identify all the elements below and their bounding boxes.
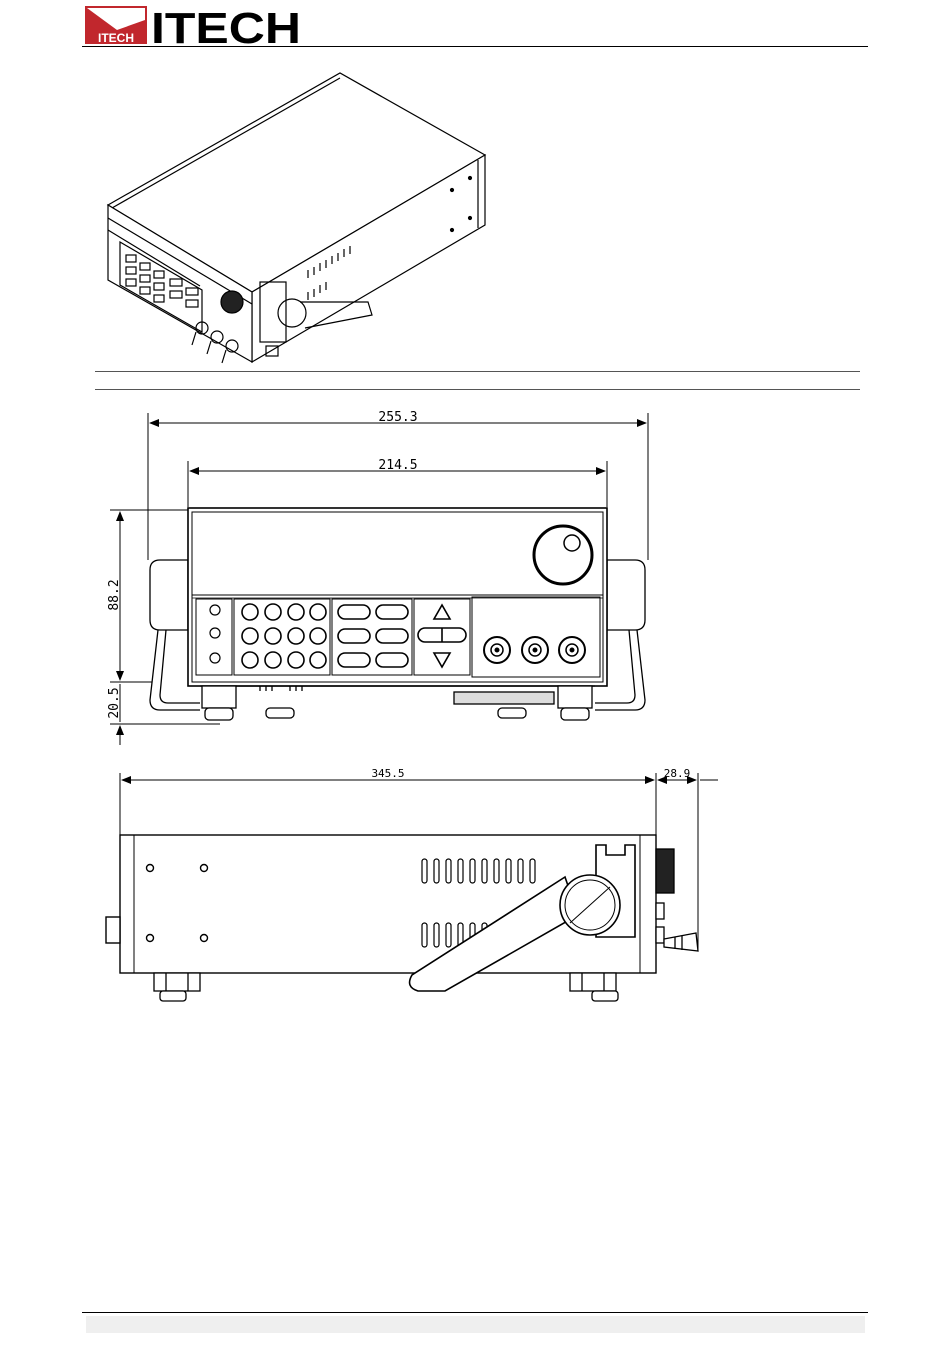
dim-label-height: 88.2 <box>107 579 122 610</box>
section-rule-top <box>95 371 860 372</box>
footer-band <box>86 1316 865 1333</box>
dim-label-overall-width: 255.3 <box>378 410 417 425</box>
itech-logo: ITECH ITECH <box>85 4 315 48</box>
footer-rule <box>82 1312 868 1313</box>
iso-knob <box>221 291 243 313</box>
dim-label-foot-height: 20.5 <box>107 687 122 718</box>
front-feet <box>200 686 595 720</box>
dim-label-panel-width: 214.5 <box>378 458 417 473</box>
side-front-parts <box>656 849 698 951</box>
logo-brand-text: ITECH <box>151 4 301 48</box>
header-rule <box>82 46 868 47</box>
dim-label-protrusion: 28.9 <box>664 767 691 780</box>
side-view: 345.5 28.9 <box>100 765 730 1010</box>
logo-small-text: ITECH <box>98 31 134 45</box>
section-rule-bottom <box>95 389 860 390</box>
isometric-view <box>100 70 500 370</box>
dimension-length <box>120 773 656 840</box>
dim-label-length: 345.5 <box>371 767 404 780</box>
side-feet <box>154 973 618 1001</box>
front-view: 255.3 214.5 88.2 20.5 <box>100 395 660 750</box>
